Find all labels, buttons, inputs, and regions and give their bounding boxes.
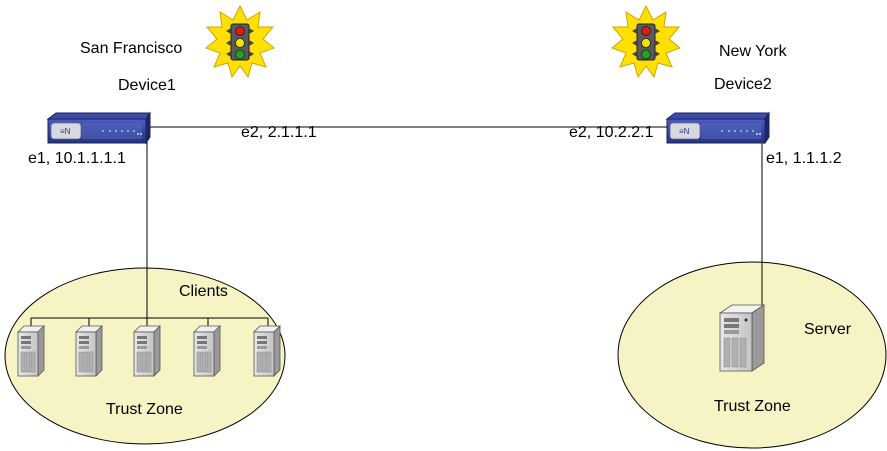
site-city-right: New York (719, 43, 787, 60)
group-label-clients: Clients (179, 283, 228, 300)
interface-lan-right: e1, 1.1.1.2 (766, 150, 842, 167)
zone-label-right: Trust Zone (714, 398, 791, 415)
host-label-server: Server (804, 321, 852, 338)
traffic-light-icon (205, 5, 275, 78)
security-device-icon (47, 112, 151, 144)
interface-wan-left: e2, 2.1.1.1 (241, 124, 317, 141)
computer-tower-icon (75, 325, 103, 377)
traffic-light-icon (611, 5, 681, 78)
computer-tower-icon (133, 325, 161, 377)
computer-tower-icon (193, 325, 221, 377)
server-icon (718, 304, 766, 372)
device-name-right: Device2 (714, 76, 772, 93)
computer-tower-icon (253, 325, 281, 377)
interface-lan-left: e1, 10.1.1.1.1 (28, 150, 126, 167)
interface-wan-right: e2, 10.2.2.1 (569, 124, 654, 141)
site-city-left: San Francisco (80, 40, 183, 57)
computer-tower-icon (17, 325, 45, 377)
device-name-left: Device1 (118, 77, 176, 94)
zone-label-left: Trust Zone (106, 401, 183, 418)
security-device-icon (666, 112, 770, 144)
